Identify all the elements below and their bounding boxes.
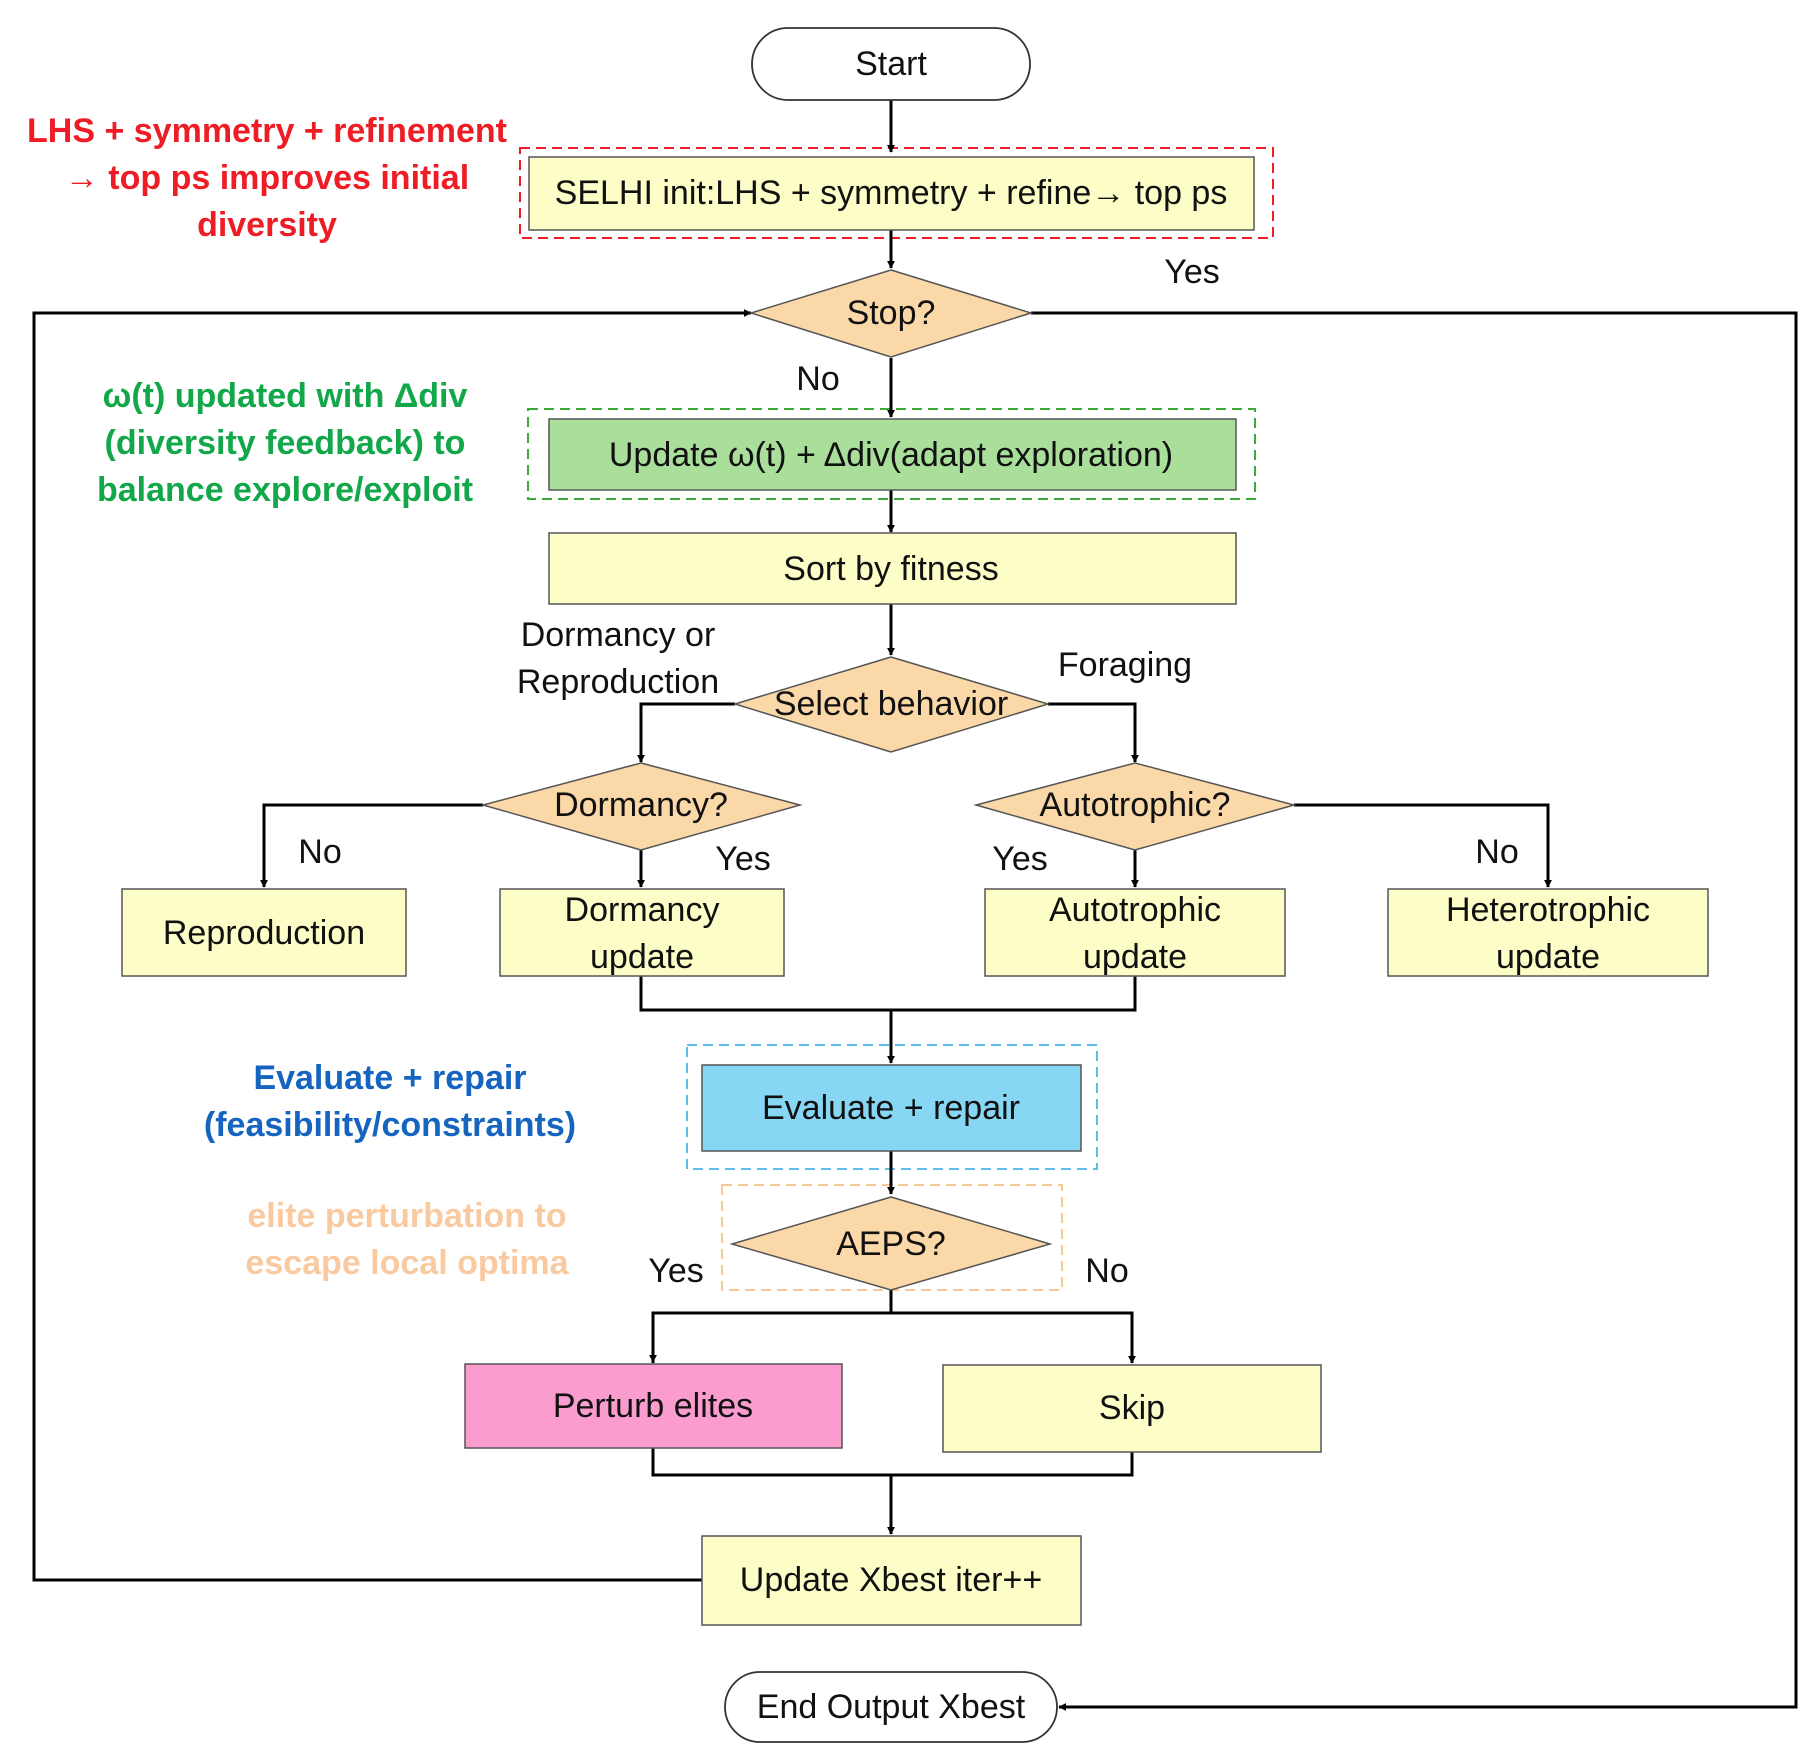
aeps-decision xyxy=(729,1196,1053,1291)
dormancy-update-label-2: update xyxy=(590,938,694,976)
init-annotation: LHS + symmetry + refinement → top ps imp… xyxy=(27,112,507,244)
connectors xyxy=(32,100,1798,1711)
stop-decision xyxy=(748,269,1034,358)
adapt-highlight-box xyxy=(527,408,1256,500)
edge-autotrophic-no xyxy=(1294,803,1552,888)
sort-box xyxy=(548,532,1237,605)
edge-stop-yes-end xyxy=(1031,311,1798,1711)
aeps-yes-label: Yes xyxy=(648,1252,703,1290)
dormancy-no-label: No xyxy=(298,833,341,871)
autotrophic-update-box xyxy=(984,888,1286,977)
skip-label: Skip xyxy=(1099,1389,1165,1427)
start-terminal xyxy=(751,27,1031,101)
stop-yes-label: Yes xyxy=(1164,253,1219,291)
adapt-box xyxy=(548,418,1237,491)
dormancy-update-box xyxy=(499,888,785,977)
edge-aeps-split xyxy=(651,1311,1134,1363)
init-label: SELHI init:LHS + symmetry + refine→ top … xyxy=(555,174,1228,212)
dormancy-decision-label: Dormancy? xyxy=(554,786,728,824)
aeps-annotation-line-1: elite perturbation to xyxy=(247,1197,566,1235)
stop-no-label: No xyxy=(796,360,839,398)
dormancy-yes-label: Yes xyxy=(715,840,770,878)
init-annotation-line-1: LHS + symmetry + refinement xyxy=(27,112,507,150)
evaluate-annotation-line-1: Evaluate + repair xyxy=(253,1059,526,1097)
edge-select-dormancy xyxy=(637,702,735,763)
autotrophic-decision xyxy=(973,762,1297,851)
heterotrophic-update-box xyxy=(1387,888,1709,977)
foraging-label: Foraging xyxy=(1058,646,1192,684)
edge-updates-merge xyxy=(639,976,1137,1012)
aeps-no-label: No xyxy=(1085,1252,1128,1290)
dormancy-or-reproduction-label-1: Dormancy or xyxy=(521,616,716,654)
aeps-annotation: elite perturbation to escape local optim… xyxy=(245,1197,569,1282)
aeps-label: AEPS? xyxy=(836,1225,946,1263)
heterotrophic-update-label-1: Heterotrophic xyxy=(1446,891,1650,929)
perturb-label: Perturb elites xyxy=(553,1387,753,1425)
aeps-annotation-line-2: escape local optima xyxy=(245,1244,569,1282)
adapt-label: Update ω(t) + Δdiv(adapt exploration) xyxy=(609,436,1173,474)
adapt-annotation: ω(t) updated with Δdiv (diversity feedba… xyxy=(97,377,473,509)
dormancy-decision xyxy=(480,762,803,851)
dormancy-update-label-1: Dormancy xyxy=(565,891,720,929)
init-annotation-line-3: diversity xyxy=(197,206,337,244)
edge-select-autotrophic xyxy=(1048,702,1139,763)
stop-label: Stop? xyxy=(847,294,936,332)
evaluate-annotation-line-2: (feasibility/constraints) xyxy=(204,1106,576,1144)
end-label: End Output Xbest xyxy=(757,1688,1026,1726)
start-label: Start xyxy=(855,45,927,83)
heterotrophic-update-label-2: update xyxy=(1496,938,1600,976)
adapt-annotation-line-2: (diversity feedback) to xyxy=(105,424,466,462)
autotrophic-yes-label: Yes xyxy=(992,840,1047,878)
skip-box xyxy=(942,1364,1322,1453)
reproduction-label: Reproduction xyxy=(163,914,365,952)
autotrophic-update-label-1: Autotrophic xyxy=(1049,891,1221,929)
update-best-box xyxy=(701,1535,1082,1626)
autotrophic-no-label: No xyxy=(1475,833,1518,871)
sort-label: Sort by fitness xyxy=(783,550,998,588)
init-highlight-box xyxy=(519,147,1274,239)
dormancy-or-reproduction-label-2: Reproduction xyxy=(517,663,719,701)
perturb-box xyxy=(464,1363,843,1449)
evaluate-box xyxy=(701,1064,1082,1152)
evaluate-label: Evaluate + repair xyxy=(762,1089,1020,1127)
adapt-annotation-line-1: ω(t) updated with Δdiv xyxy=(103,377,468,415)
update-best-label: Update Xbest iter++ xyxy=(740,1561,1042,1599)
autotrophic-update-label-2: update xyxy=(1083,938,1187,976)
autotrophic-decision-label: Autotrophic? xyxy=(1040,786,1231,824)
evaluate-annotation: Evaluate + repair (feasibility/constrain… xyxy=(204,1059,576,1144)
reproduction-box xyxy=(121,888,407,977)
select-behavior-label: Select behavior xyxy=(774,685,1008,723)
edge-loop-back xyxy=(32,309,752,1582)
edge-dormancy-no xyxy=(260,803,483,888)
adapt-annotation-line-3: balance explore/exploit xyxy=(97,471,473,509)
init-annotation-line-2: → top ps improves initial xyxy=(65,159,469,197)
select-behavior-decision xyxy=(732,656,1051,753)
end-terminal xyxy=(724,1671,1058,1743)
init-box xyxy=(528,156,1255,231)
